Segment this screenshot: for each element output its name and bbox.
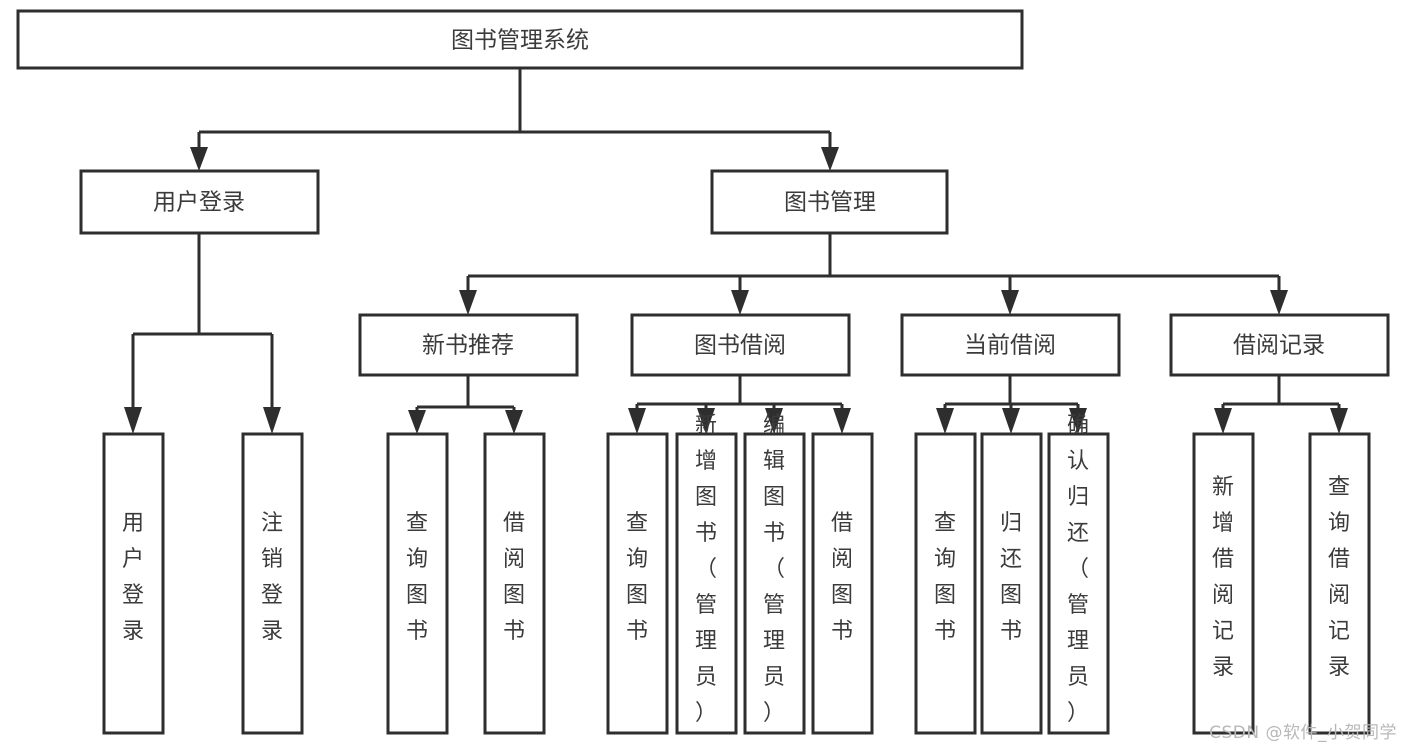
arrowhead-leaf-add-borrow-record	[1214, 408, 1232, 434]
node-new-book-recommend-label: 新书推荐	[422, 333, 514, 359]
arrowhead-leaf-query-book-2	[628, 408, 646, 434]
node-root[interactable]: 图书管理系统	[16, 9, 1024, 70]
node-leaf-return-book-label: 归还图书	[1000, 511, 1022, 644]
node-leaf-query-book-3-label: 查询图书	[934, 511, 956, 644]
node-leaf-add-borrow-record[interactable]	[1192, 432, 1255, 735]
node-leaf-query-borrow-record[interactable]	[1308, 432, 1371, 735]
arrowhead-leaf-borrow-book-2	[833, 408, 851, 434]
node-leaf-return-book[interactable]	[980, 432, 1043, 735]
arrowhead-book-borrow	[731, 290, 749, 315]
arrowhead-borrow-record	[1270, 290, 1288, 315]
node-user-login[interactable]: 用户登录	[79, 169, 320, 235]
arrowhead-leaf-borrow-book-1	[505, 410, 523, 434]
edge-layer	[124, 68, 1348, 434]
node-leaf-borrow-book-2[interactable]	[811, 432, 874, 735]
node-borrow-record[interactable]: 借阅记录	[1169, 313, 1390, 377]
node-leaf-user-login[interactable]	[102, 432, 165, 735]
node-leaf-add-borrow-record-label: 新增借阅记录	[1212, 475, 1234, 680]
node-leaf-borrow-book-1[interactable]	[483, 432, 546, 735]
node-leaf-add-book-admin-label: 新增图书（管理员）	[695, 413, 717, 726]
node-leaf-query-book-2[interactable]	[606, 432, 669, 735]
arrowhead-user-login	[190, 147, 208, 171]
node-book-borrow[interactable]: 图书借阅	[630, 313, 851, 377]
node-leaf-borrow-book-1-label: 借阅图书	[503, 511, 525, 644]
node-root-label: 图书管理系统	[451, 28, 589, 54]
node-current-borrow[interactable]: 当前借阅	[900, 313, 1121, 377]
csdn-watermark: CSDN @软件_小贺同学	[1209, 723, 1397, 743]
node-leaf-user-login-label: 用户登录	[122, 511, 144, 644]
arrowhead-leaf-user-login	[124, 407, 142, 434]
node-leaf-borrow-book-2-label: 借阅图书	[831, 511, 853, 644]
node-new-book-recommend[interactable]: 新书推荐	[358, 313, 579, 377]
arrowhead-leaf-add-book-admin	[697, 408, 715, 434]
node-book-management[interactable]: 图书管理	[710, 169, 949, 235]
leaf-label-layer: 用户登录 注销登录 查询图书 借阅图书 查询图书 新增图书（管理员） 编辑图书（…	[122, 413, 1350, 726]
arrowhead-new-book-recommend	[459, 290, 477, 315]
node-leaf-query-book-1-label: 查询图书	[406, 511, 428, 644]
arrowhead-leaf-return-book	[1002, 408, 1020, 434]
arrowhead-current-borrow	[1001, 290, 1019, 315]
node-leaf-add-book-admin[interactable]	[675, 432, 738, 735]
node-leaf-query-book-2-label: 查询图书	[626, 511, 648, 644]
node-leaf-query-borrow-record-label: 查询借阅记录	[1328, 475, 1350, 680]
node-leaf-confirm-return-admin-label: 确认归还（管理员）	[1067, 413, 1089, 726]
node-leaf-query-book-1[interactable]	[386, 432, 449, 735]
node-book-borrow-label: 图书借阅	[694, 333, 786, 359]
arrowhead-leaf-query-book-3	[936, 408, 954, 434]
arrowhead-leaf-query-borrow-record	[1330, 408, 1348, 434]
arrowhead-book-management	[821, 147, 839, 171]
node-book-management-label: 图书管理	[784, 190, 876, 216]
node-leaf-user-logout-label: 注销登录	[261, 511, 283, 644]
arrowhead-leaf-query-book-1	[408, 410, 426, 434]
node-leaf-confirm-return-admin[interactable]	[1047, 432, 1110, 735]
arrowhead-leaf-user-logout	[263, 407, 281, 434]
node-leaf-edit-book-admin[interactable]	[743, 432, 806, 735]
arrowhead-leaf-edit-book-admin	[765, 408, 783, 434]
arrowhead-leaf-confirm-return-admin	[1069, 408, 1087, 434]
node-borrow-record-label: 借阅记录	[1233, 333, 1325, 359]
node-current-borrow-label: 当前借阅	[964, 333, 1056, 359]
node-leaf-edit-book-admin-label: 编辑图书（管理员）	[763, 413, 785, 726]
node-user-login-label: 用户登录	[153, 190, 245, 216]
node-leaf-user-logout[interactable]	[241, 432, 304, 735]
node-leaf-query-book-3[interactable]	[914, 432, 977, 735]
